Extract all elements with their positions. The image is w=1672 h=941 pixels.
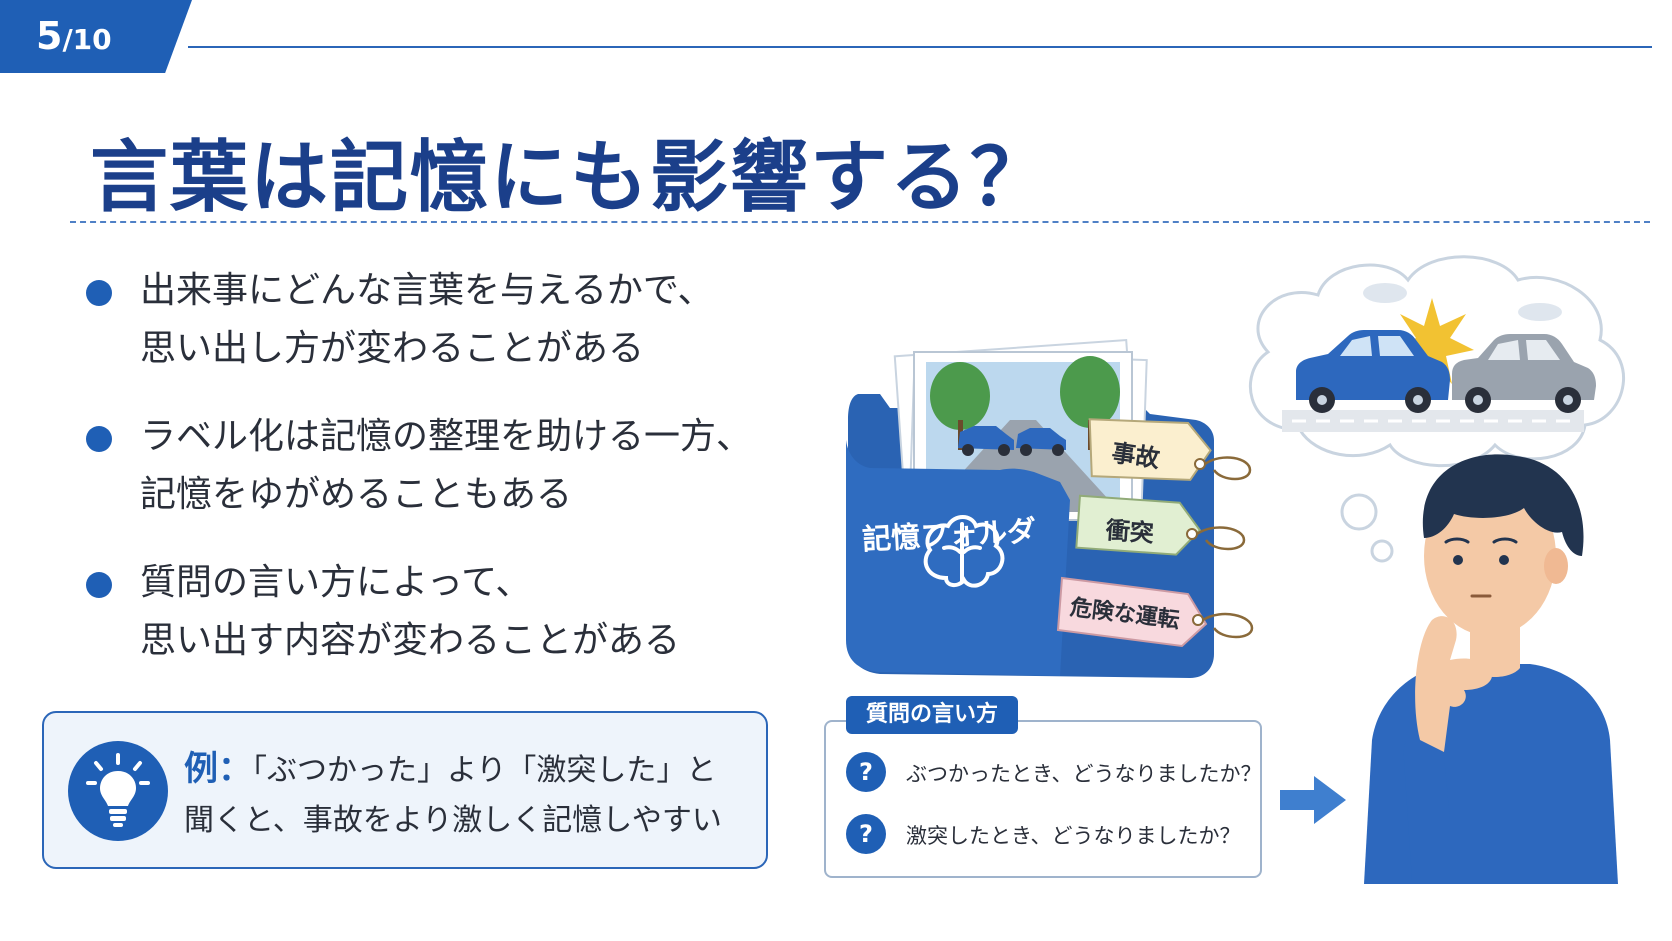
- page-current: 5: [36, 14, 63, 58]
- bullet-line: 思い出し方が変わることがある: [140, 328, 645, 369]
- bullet-item: 質問の言い方によって、 思い出す内容が変わることがある: [86, 554, 806, 670]
- bullet-dot: [86, 572, 112, 598]
- bullet-item: ラベル化は記憶の整理を助ける一方、 記憶をゆがめることもある: [86, 408, 806, 524]
- example-line: 聞くと、事故をより激しく記憶しやすい: [184, 803, 722, 838]
- tag-collision: [1075, 494, 1246, 556]
- example-text: 例：「ぶつかった」より「激突した」と 聞くと、事故をより激しく記憶しやすい: [184, 741, 754, 846]
- title-divider: [70, 221, 1650, 223]
- question-box: [824, 720, 1262, 878]
- example-box: 例：「ぶつかった」より「激突した」と 聞くと、事故をより激しく記憶しやすい: [42, 711, 768, 869]
- example-line: 「ぶつかった」より「激突した」と: [252, 753, 717, 788]
- lightbulb-icon: [68, 741, 168, 841]
- bullet-dot: [86, 426, 112, 452]
- bullet-list: 出来事にどんな言葉を与えるかで、 思い出し方が変わることがある ラベル化は記憶の…: [86, 262, 806, 700]
- bullet-item: 出来事にどんな言葉を与えるかで、 思い出し方が変わることがある: [86, 262, 806, 378]
- cloud-icon: [1363, 283, 1407, 303]
- question-icon: ?: [846, 814, 886, 854]
- collision-icon: [1392, 298, 1474, 384]
- header-rule: [188, 46, 1652, 48]
- example-label: 例：: [184, 749, 252, 789]
- bullet-line: 出来事にどんな言葉を与えるかで、: [140, 270, 714, 311]
- tag-accident: [1088, 418, 1252, 481]
- car-icon: [1452, 334, 1596, 413]
- page-number-badge: 5/10: [0, 0, 192, 73]
- thinking-person-icon: [1364, 454, 1618, 884]
- car-icon: [1296, 330, 1450, 413]
- bullet-dot: [86, 280, 112, 306]
- bullet-line: 質問の言い方によって、: [140, 562, 532, 603]
- arrow-right-icon: [1280, 776, 1346, 824]
- bullet-line: ラベル化は記憶の整理を助ける一方、: [140, 416, 753, 457]
- brain-icon: [923, 515, 1005, 588]
- question-icon: ?: [846, 752, 886, 792]
- tag-label: 衝突: [1104, 516, 1155, 548]
- road: [1282, 410, 1584, 432]
- tag-label: 事故: [1109, 438, 1162, 474]
- slide-title: 言葉は記憶にも影響する？: [90, 133, 1051, 223]
- bullet-line: 記憶をゆがめることもある: [140, 474, 573, 515]
- question-box-title: 質問の言い方: [846, 696, 1018, 734]
- question-text: ぶつかったとき、どうなりましたか？: [906, 762, 1262, 786]
- tag-dangerous-driving: [1056, 576, 1254, 648]
- question-text: 激突したとき、どうなりましたか？: [906, 824, 1241, 848]
- bullet-line: 思い出す内容が変わることがある: [140, 620, 681, 661]
- page-total: /10: [62, 23, 112, 56]
- cloud-icon: [1518, 303, 1562, 321]
